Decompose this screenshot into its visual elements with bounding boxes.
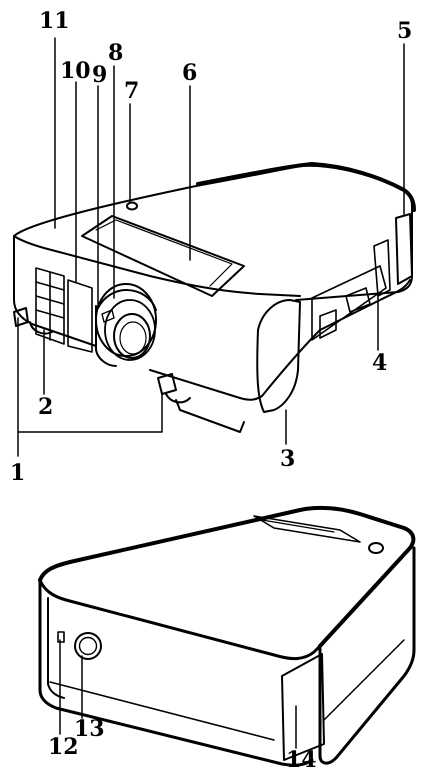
callout-3: 3 (280, 446, 296, 472)
rear-connector (74, 632, 102, 660)
rear-top-surface (38, 505, 416, 648)
rear-seam (49, 639, 405, 741)
projector-front-view (13, 162, 416, 433)
rear-face-inner (47, 597, 65, 699)
callout-13: 13 (74, 716, 105, 742)
front-upper-edge (13, 235, 301, 297)
front-bottom-edge (149, 279, 411, 401)
foot-left-lower (29, 321, 53, 335)
rear-face (38, 578, 322, 661)
control-panel (35, 267, 93, 353)
callout-7: 7 (124, 78, 140, 104)
callout-4: 4 (372, 350, 388, 376)
callout-2: 2 (38, 394, 54, 420)
leader-lines-top (17, 37, 405, 457)
rear-connector-inner (78, 636, 98, 656)
top-rim (196, 162, 416, 212)
callout-14: 14 (286, 747, 317, 773)
rear-side-vent (281, 653, 325, 761)
callout-1: 1 (10, 460, 26, 486)
top-window-inner (95, 219, 233, 287)
rear-top-dot (368, 542, 384, 554)
side-vent (256, 299, 301, 413)
foot-left (13, 307, 29, 327)
leader-1 (17, 317, 163, 457)
callout-6: 6 (182, 60, 198, 86)
callout-11: 11 (39, 8, 70, 34)
rear-face-bottom (38, 578, 314, 767)
rear-switch (57, 631, 65, 643)
projector-rear-view (38, 505, 416, 767)
indicator-dot (126, 201, 138, 211)
callout-9: 9 (92, 62, 108, 88)
callout-10: 10 (60, 58, 91, 84)
leader-lines-bottom (59, 639, 297, 749)
top-window (81, 215, 245, 297)
rear-top-window (253, 515, 361, 543)
rear-top-window-inner (261, 519, 335, 533)
base-strip (175, 399, 245, 433)
side-panel (311, 239, 391, 341)
rear-side-face (318, 546, 416, 765)
front-face-left (13, 235, 97, 347)
lens-assembly (95, 283, 157, 367)
callout-8: 8 (108, 40, 124, 66)
foot-right-lower (165, 393, 191, 404)
foot-right (157, 373, 177, 395)
callout-5: 5 (397, 18, 413, 44)
callout-12: 12 (48, 734, 79, 760)
rear-panel (395, 213, 413, 285)
